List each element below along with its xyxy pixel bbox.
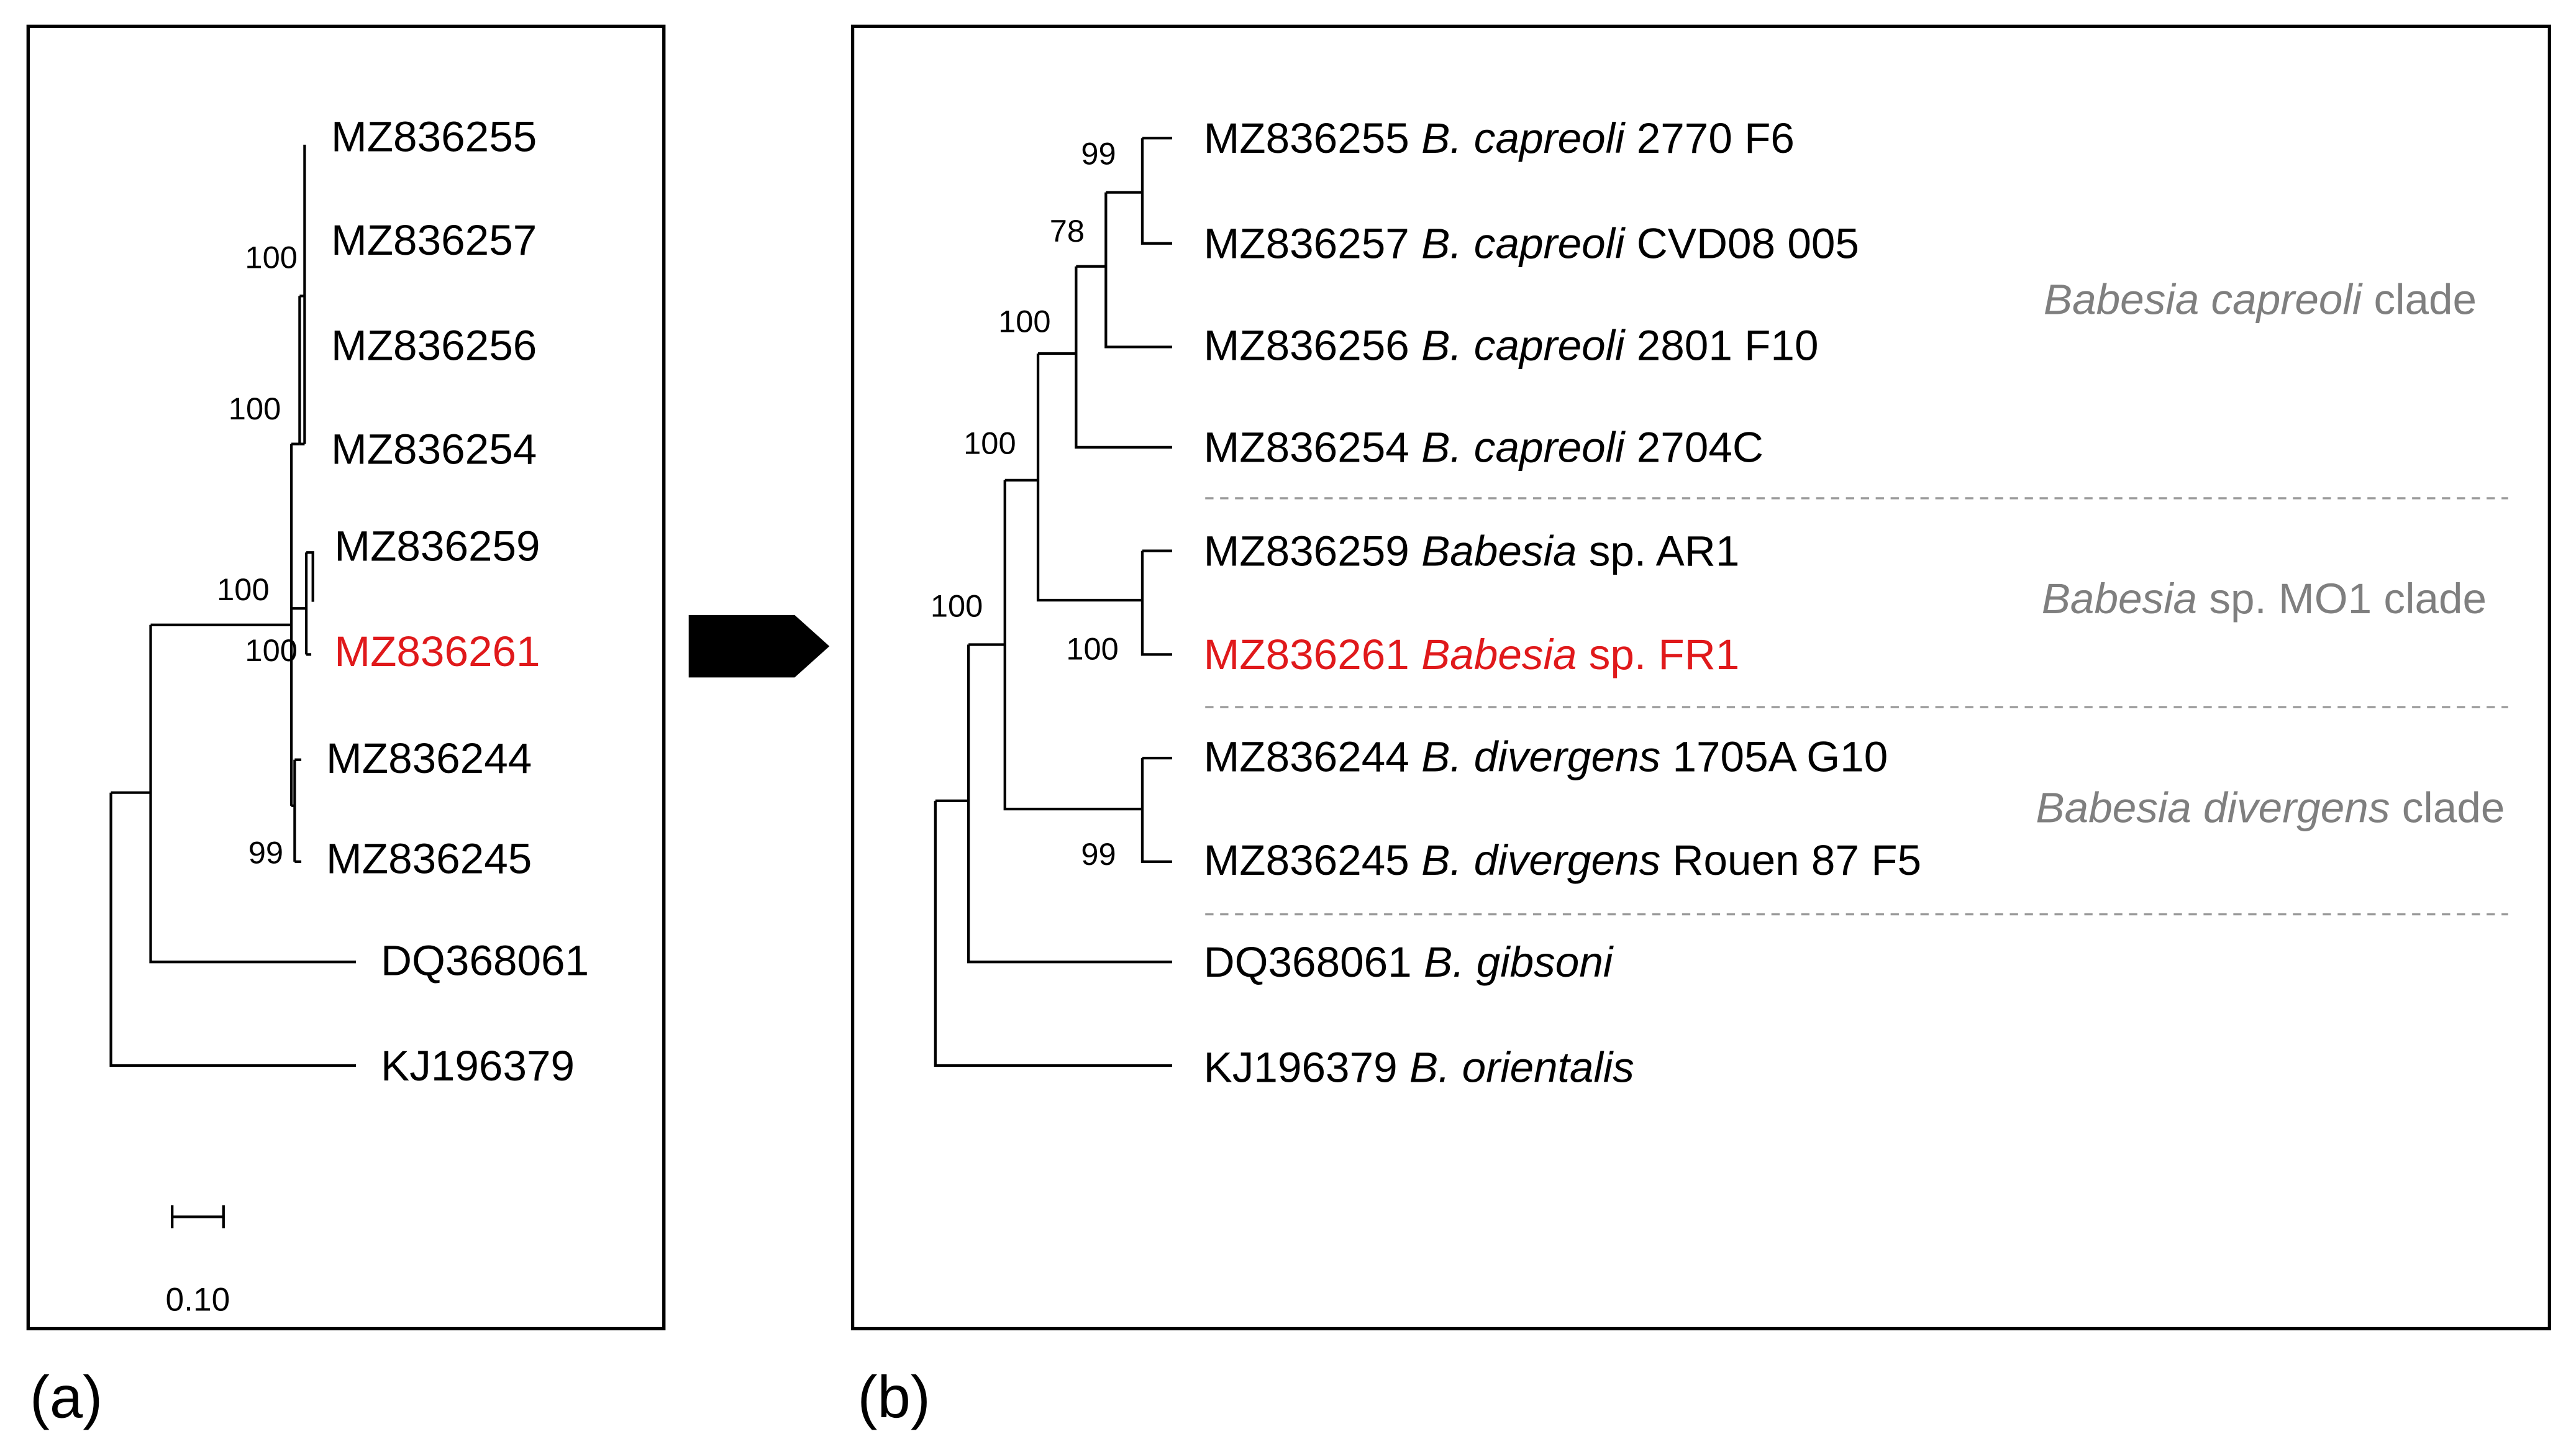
bootstrap-value: 100 — [1066, 631, 1118, 666]
species: B. divergens — [1421, 733, 1660, 781]
bootstrap-value: 78 — [1050, 213, 1085, 249]
clade-label-mo1: Babesia sp. MO1 clade — [2042, 574, 2487, 623]
bootstrap-value: 100 — [963, 426, 1016, 461]
scale-bar — [171, 1205, 225, 1229]
tip-label: MZ836254 — [331, 425, 537, 473]
tip-label: KJ196379 — [381, 1041, 575, 1090]
panel-a-caption: (a) — [30, 1364, 102, 1431]
species: B. capreoli — [1421, 219, 1626, 268]
branch — [1003, 480, 1142, 811]
strain: CVD08 005 — [1637, 219, 1859, 268]
branch — [1140, 550, 1172, 656]
tip-label: MZ836255 B. capreoli 2770 F6 — [1204, 114, 1795, 162]
branch — [149, 624, 357, 964]
branch — [1104, 192, 1172, 349]
branch — [1036, 354, 1142, 602]
bootstrap-value: 99 — [1081, 136, 1116, 171]
species: B. capreoli — [1421, 114, 1626, 162]
accession: MZ836255 — [1204, 114, 1409, 162]
branch — [1075, 266, 1172, 449]
bootstrap-value: 100 — [998, 304, 1050, 339]
strain: 2801 F10 — [1637, 321, 1819, 370]
accession: MZ836256 — [1204, 321, 1409, 370]
panel-a: MZ836255 MZ836257 MZ836256 MZ836254 MZ83… — [26, 24, 666, 1331]
accession: MZ836244 — [1204, 733, 1409, 781]
bootstrap-value: 99 — [248, 835, 283, 870]
tip-label: MZ836255 — [331, 112, 537, 161]
panel-a-bootstrap-values: 100 100 100 100 99 — [217, 240, 298, 870]
tip-label-highlight: MZ836261 — [334, 627, 540, 675]
tip-label: MZ836257 B. capreoli CVD08 005 — [1204, 219, 1859, 268]
species: B. capreoli — [1421, 423, 1626, 472]
accession: MZ836254 — [1204, 423, 1409, 472]
tip-label: KJ196379 B. orientalis — [1204, 1043, 1634, 1092]
accession: KJ196379 — [1204, 1043, 1398, 1092]
tip-label: MZ836245 B. divergens Rouen 87 F5 — [1204, 836, 1922, 884]
tip-label: MZ836256 B. capreoli 2801 F10 — [1204, 321, 1819, 370]
tip-label-highlight: MZ836261 Babesia sp. FR1 — [1204, 630, 1740, 678]
strain: 1705A G10 — [1672, 733, 1888, 781]
tip-label: DQ368061 B. gibsoni — [1204, 938, 1614, 986]
strain: sp. AR1 — [1589, 527, 1740, 575]
accession: MZ836257 — [1204, 219, 1409, 268]
bootstrap-value: 100 — [245, 240, 297, 275]
accession: MZ836245 — [1204, 836, 1409, 884]
species: B. capreoli — [1421, 321, 1626, 370]
species: B. gibsoni — [1424, 938, 1614, 986]
right-arrow-icon — [688, 614, 830, 678]
panel-a-frame — [26, 24, 666, 1331]
clade-labels: Babesia capreoli clade Babesia sp. MO1 c… — [2036, 275, 2505, 832]
panel-b-tree-branches — [934, 137, 1172, 1067]
bootstrap-value: 100 — [245, 632, 297, 668]
tip-label: MZ836259 — [334, 522, 540, 570]
panel-b-bootstrap-values: 99 78 100 100 100 100 99 — [931, 136, 1119, 872]
strain: sp. FR1 — [1589, 630, 1740, 678]
accession: DQ368061 — [1204, 938, 1412, 986]
species: B. orientalis — [1409, 1043, 1634, 1092]
strain: 2704C — [1637, 423, 1764, 472]
panel-b: MZ836255 B. capreoli 2770 F6 MZ836257 B.… — [850, 24, 2552, 1331]
bootstrap-value: 100 — [931, 588, 983, 624]
accession: MZ836259 — [1204, 527, 1409, 575]
tip-label: MZ836257 — [331, 216, 537, 264]
tip-label: MZ836256 — [331, 321, 537, 370]
tip-label: MZ836244 — [326, 734, 532, 782]
panel-a-tip-labels: MZ836255 MZ836257 MZ836256 MZ836254 MZ83… — [326, 112, 589, 1090]
bootstrap-value: 100 — [217, 572, 269, 607]
clade-label-capreoli: Babesia capreoli clade — [2044, 275, 2477, 324]
tip-label: MZ836254 B. capreoli 2704C — [1204, 423, 1764, 472]
species: B. divergens — [1421, 836, 1660, 884]
branch — [1140, 758, 1172, 863]
branch — [1140, 138, 1172, 245]
panel-b-caption: (b) — [858, 1364, 931, 1431]
clade-label-divergens: Babesia divergens clade — [2036, 783, 2505, 832]
panel-b-tip-labels: MZ836255 B. capreoli 2770 F6 MZ836257 B.… — [1204, 114, 1922, 1091]
branch — [306, 551, 314, 602]
branch — [967, 644, 1172, 964]
panel-a-tree-branches — [109, 144, 357, 1229]
scale-bar-label: 0.10 — [166, 1282, 230, 1318]
accession: MZ836261 — [1204, 630, 1409, 678]
tip-label: MZ836259 Babesia sp. AR1 — [1204, 527, 1740, 575]
bootstrap-value: 99 — [1081, 836, 1116, 872]
tip-label: DQ368061 — [381, 936, 589, 985]
strain: Rouen 87 F5 — [1672, 836, 1921, 884]
species: Babesia — [1421, 630, 1577, 678]
branch — [109, 792, 357, 1067]
tip-label: MZ836245 — [326, 834, 532, 883]
species: Babesia — [1421, 527, 1577, 575]
panel-b-frame — [850, 24, 2552, 1331]
branch — [934, 800, 1172, 1067]
strain: 2770 F6 — [1637, 114, 1795, 162]
tip-label: MZ836244 B. divergens 1705A G10 — [1204, 733, 1888, 781]
bootstrap-value: 100 — [229, 391, 281, 426]
